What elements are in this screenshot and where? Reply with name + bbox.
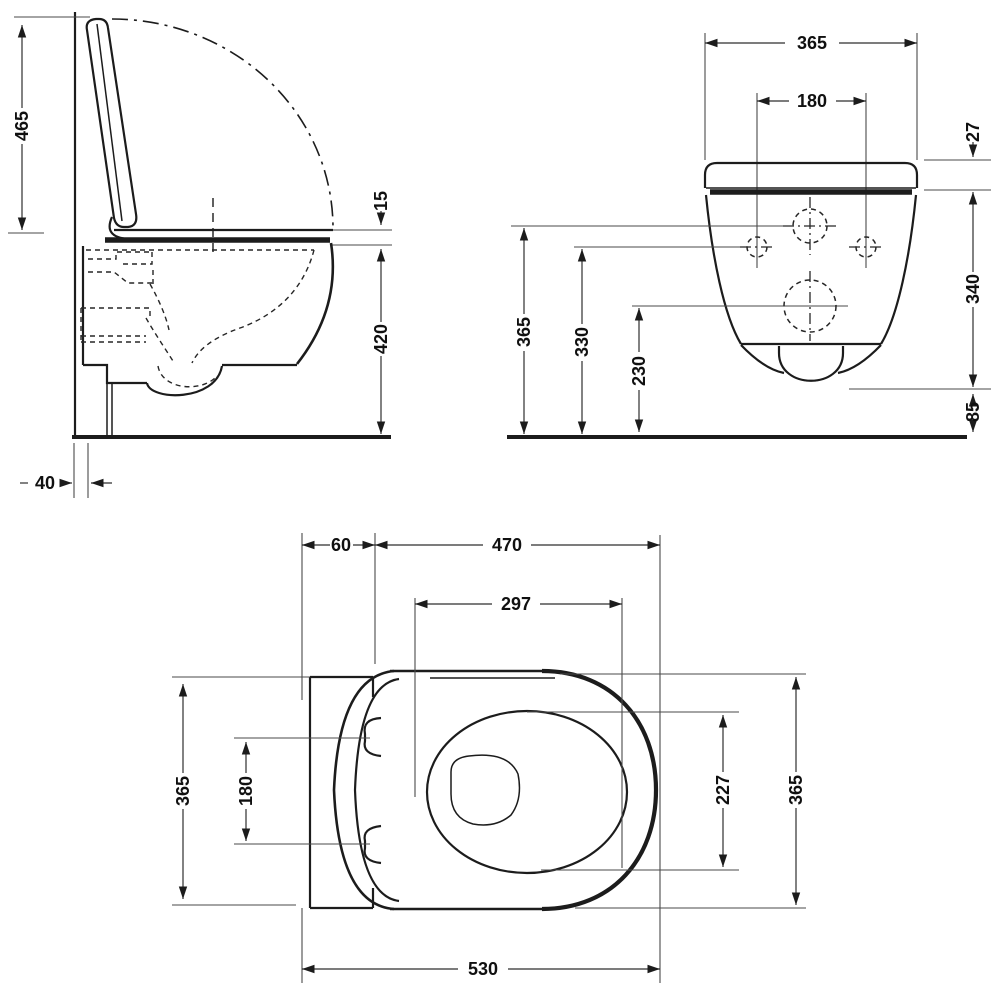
internal-plumbing-dashed-lines [80,249,315,388]
underbowl-left-curve [740,344,785,375]
lid-front-outline [703,161,919,188]
dim-label-front-hole-height: 330 [572,327,592,357]
dim-label-plan-rear-depth: 60 [331,535,351,555]
open-lid-outline [85,17,138,229]
dashed-internal-line [145,317,174,362]
dim-label-plan-front-depth: 470 [492,535,522,555]
dashed-internal-line [120,252,153,265]
seat-outline-front-arc [541,668,659,912]
dim-label-plan-hinge-spacing: 180 [236,776,256,806]
dashed-internal-line [81,307,151,316]
outlet-dome-outline [777,346,845,382]
dim-label-front-overall-width: 365 [797,33,827,53]
dim-label-plan-seat-width: 365 [173,776,193,806]
dim-label-front-drain-height: 230 [629,356,649,386]
dim-label-side-overall-height: 465 [12,111,32,141]
front-view: 365 180 27 340 85 365 330 230 [507,33,991,439]
dashed-internal-line [191,249,315,364]
dim-label-front-lid-height: 27 [963,122,983,142]
dim-label-side-seat-thickness: 15 [371,191,391,211]
dim-label-side-wall-offset: 40 [35,473,55,493]
bowl-bottom-notch [83,363,147,385]
bowl-opening-ring [425,709,629,875]
bowl-right-edge [880,194,918,345]
plan-view: 60 470 297 530 365 180 227 365 [172,533,806,983]
underbowl-right-curve [837,344,882,375]
dim-label-side-rim-height: 420 [371,324,391,354]
hinge-bracket-top [363,716,382,758]
seat-hinge-profile [108,216,129,241]
dim-label-front-body-height: 340 [963,274,983,304]
dim-label-plan-bowl-width: 365 [786,775,806,805]
dashed-internal-line [88,251,152,260]
dim-label-front-inlet-height: 365 [514,317,534,347]
bowl-left-edge [704,194,742,345]
cover-back-inner-curve [353,677,400,903]
lid-swing-arc [111,18,334,228]
dim-label-plan-overall-length: 530 [468,959,498,979]
bowl-front-curve [295,242,335,365]
dashed-internal-line [149,283,170,331]
dim-label-plan-opening-width: 227 [713,775,733,805]
open-lid-inner-line [96,23,123,222]
dashed-internal-line [157,365,218,388]
dashed-internal-line [88,271,153,284]
dim-label-front-outlet-clearance: 85 [963,402,983,422]
dim-label-front-hole-spacing: 180 [797,91,827,111]
trap-bulge-outline [145,365,224,397]
cover-back-outer-curve [332,669,395,911]
side-view: 465 15 420 40 [8,12,392,498]
dim-label-plan-opening-length: 297 [501,594,531,614]
water-surface-outline [450,754,521,826]
